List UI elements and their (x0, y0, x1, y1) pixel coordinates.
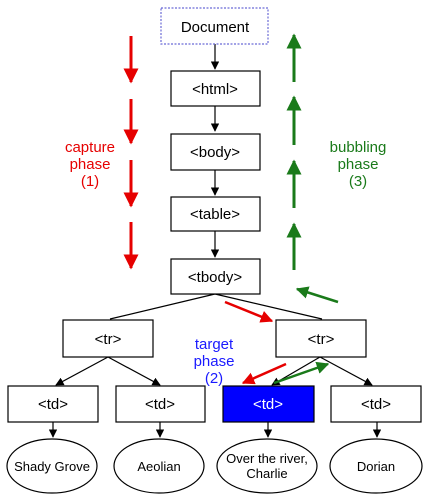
leaf-shady-grove: Shady Grove (6, 438, 98, 494)
svg-text:phase: phase (194, 353, 235, 370)
capture-arrow-5 (224, 300, 274, 323)
node-html-label: <html> (192, 81, 238, 98)
node-td-2: <td> (115, 385, 206, 423)
node-td-1-label: <td> (38, 396, 68, 413)
node-table-label: <table> (190, 206, 240, 223)
node-document: Document (160, 7, 269, 45)
node-table: <table> (170, 196, 261, 232)
target-phase-label: target phase (2) (194, 336, 235, 387)
svg-text:target: target (195, 336, 234, 353)
leaf-shady-grove-label: Shady Grove (14, 459, 90, 474)
node-html: <html> (170, 70, 261, 107)
svg-text:(3): (3) (349, 173, 367, 190)
node-td-4-label: <td> (361, 396, 391, 413)
leaf-over-the-river-line1: Over the river, (226, 451, 308, 466)
leaf-aeolian: Aeolian (113, 438, 205, 494)
node-td-1: <td> (7, 385, 99, 423)
bubbling-arrow-5 (295, 286, 339, 304)
node-td-2-label: <td> (145, 396, 175, 413)
node-td-target: <td> (222, 385, 315, 423)
svg-text:phase: phase (338, 156, 379, 173)
tree-connectors (48, 44, 382, 438)
node-tr-right-label: <tr> (308, 331, 335, 348)
svg-text:bubbling: bubbling (330, 139, 387, 156)
svg-text:capture: capture (65, 139, 115, 156)
node-tr-right: <tr> (275, 319, 367, 358)
node-td-4: <td> (330, 385, 422, 423)
node-tr-left: <tr> (62, 319, 154, 358)
node-tbody: <tbody> (170, 258, 261, 295)
svg-text:phase: phase (70, 156, 111, 173)
leaf-dorian-label: Dorian (357, 459, 395, 474)
bubbling-phase-label: bubbling phase (3) (330, 139, 387, 190)
leaf-aeolian-label: Aeolian (137, 459, 180, 474)
node-document-label: Document (181, 19, 250, 36)
svg-text:(2): (2) (205, 370, 223, 387)
capture-phase-label: capture phase (1) (65, 139, 115, 190)
node-td-target-label: <td> (253, 396, 283, 413)
bubbling-arrows (273, 33, 339, 385)
leaf-over-the-river-line2: Charlie (246, 466, 287, 481)
node-tbody-label: <tbody> (188, 269, 242, 286)
node-body: <body> (170, 133, 261, 171)
capture-arrow-6 (241, 362, 287, 385)
node-tr-left-label: <tr> (95, 331, 122, 348)
node-body-label: <body> (190, 144, 240, 161)
leaf-dorian: Dorian (329, 438, 423, 494)
bubbling-arrow-6 (273, 361, 330, 385)
svg-text:(1): (1) (81, 173, 99, 190)
capture-arrows (123, 36, 287, 385)
leaf-over-the-river: Over the river, Charlie (216, 438, 318, 494)
